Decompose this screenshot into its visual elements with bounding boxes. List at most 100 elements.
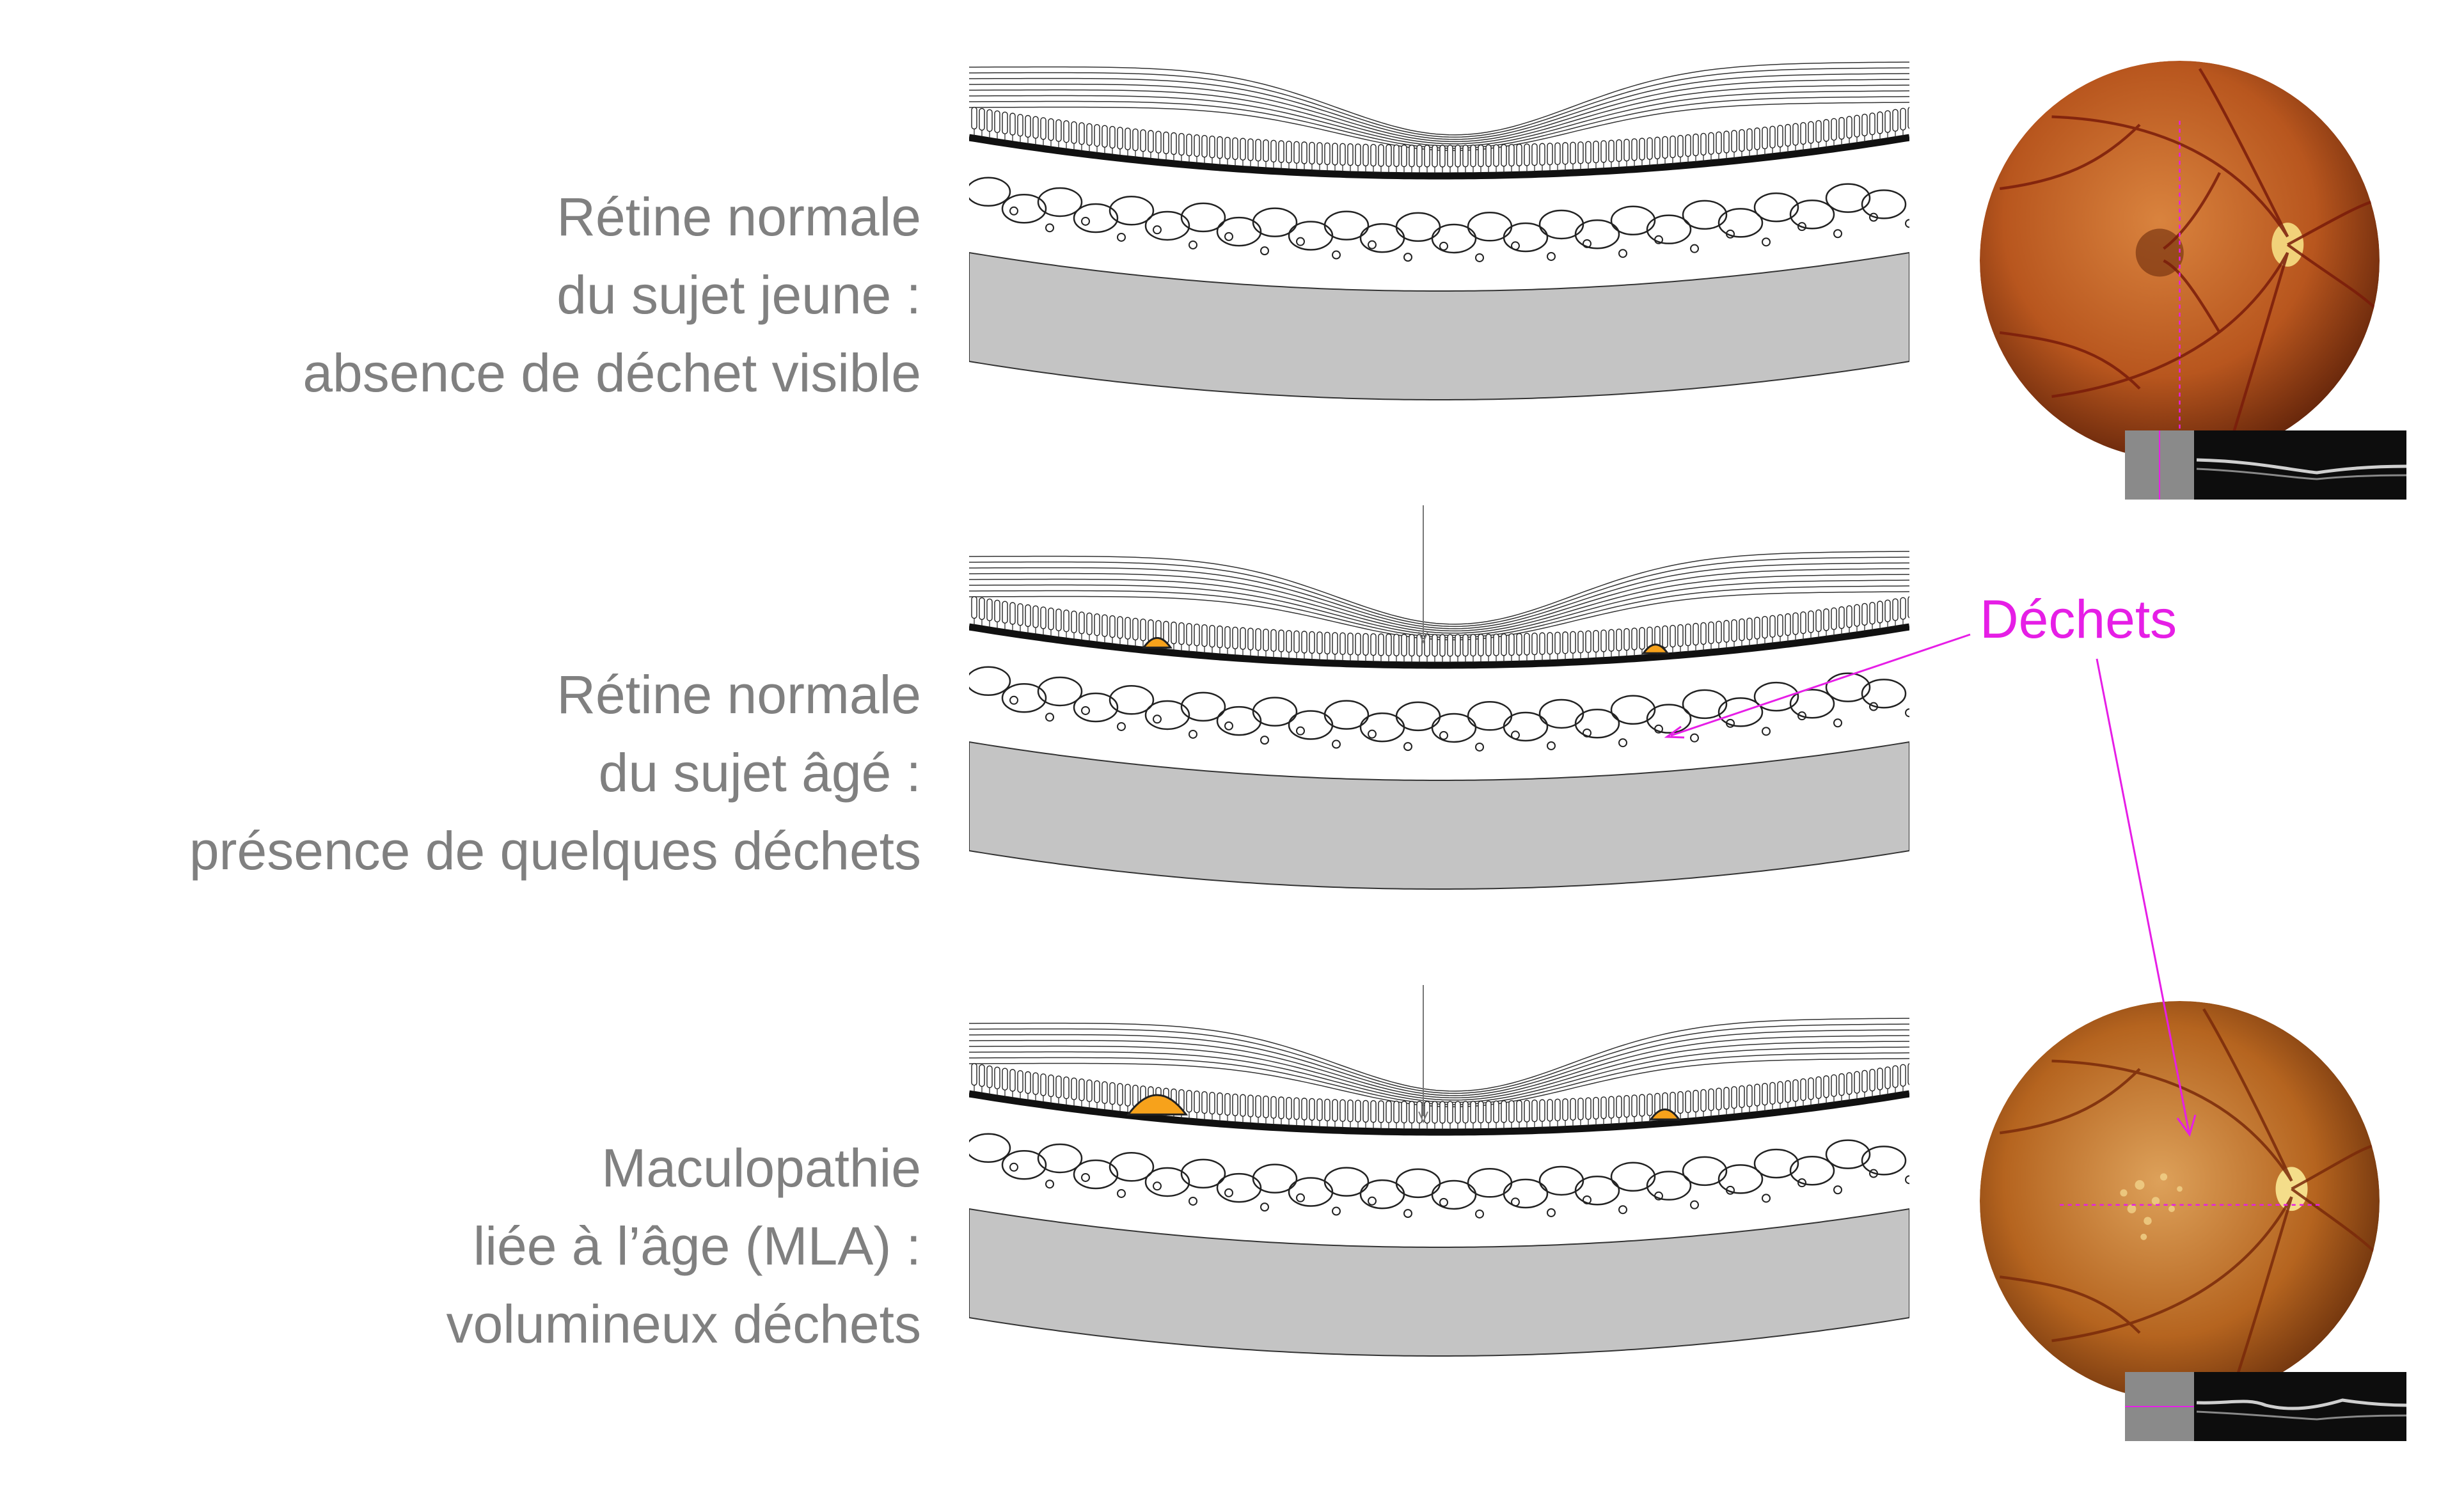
photoreceptor-cell — [1831, 1074, 1837, 1097]
photoreceptor-cell — [1109, 1082, 1116, 1105]
photoreceptor-cell — [979, 597, 985, 620]
row-label-aged: Rétine normale du sujet âgé : présence d… — [189, 656, 921, 890]
photoreceptor-cell — [1132, 617, 1139, 641]
photoreceptor-cell — [1255, 139, 1261, 162]
photoreceptor-cell — [1086, 123, 1093, 146]
photoreceptor-cell — [1201, 135, 1208, 158]
photoreceptor-cell — [1078, 611, 1085, 635]
photoreceptor-cell — [971, 595, 977, 619]
photoreceptor-cell — [1685, 1090, 1691, 1114]
choroid-capillary — [1762, 237, 1771, 247]
photoreceptor-cell — [1554, 1098, 1561, 1122]
photoreceptor-cell — [1140, 129, 1146, 152]
photoreceptor-cell — [1608, 1096, 1615, 1119]
photoreceptor-cell — [1508, 143, 1515, 167]
photoreceptor-cell — [1048, 1074, 1054, 1098]
photoreceptor-cell — [1777, 614, 1783, 637]
photoreceptor-cell — [1409, 634, 1415, 657]
photoreceptor-cell — [1178, 132, 1185, 156]
label-line: volumineux déchets — [446, 1294, 921, 1354]
photoreceptor-cell — [1232, 137, 1238, 161]
choroid-capillary — [1475, 253, 1484, 262]
photoreceptor-cell — [1017, 114, 1023, 137]
photoreceptor-cell — [1846, 116, 1852, 139]
photoreceptor-cell — [1009, 602, 1016, 625]
photoreceptor-cell — [1339, 143, 1346, 166]
photoreceptor-cell — [1493, 1100, 1499, 1123]
choroid-capillary — [1547, 251, 1556, 261]
photoreceptor-cell — [1623, 628, 1630, 651]
photoreceptor-cell — [1171, 621, 1177, 645]
photoreceptor-cell — [1884, 110, 1891, 133]
photoreceptor-cell — [1409, 145, 1415, 168]
photoreceptor-cell — [1501, 144, 1507, 167]
photoreceptor-cell — [1585, 630, 1591, 653]
photoreceptor-cell — [1071, 121, 1077, 144]
photoreceptor-cell — [1355, 633, 1361, 656]
photoreceptor-cell — [1247, 1094, 1254, 1117]
choroid-capillary — [1905, 1175, 1909, 1185]
photoreceptor-cell — [1670, 135, 1676, 159]
photoreceptor-cell — [1347, 1100, 1354, 1123]
photoreceptor-cell — [1240, 138, 1246, 161]
choroid-vessel — [1180, 1158, 1226, 1189]
photoreceptor-cell — [1002, 1068, 1008, 1091]
nerve-fiber-line — [969, 585, 1909, 638]
photoreceptor-cell — [994, 599, 1000, 623]
photoreceptor-cell — [1071, 610, 1077, 633]
photoreceptor-cell — [979, 107, 985, 131]
photoreceptor-cell — [1393, 1100, 1400, 1124]
photoreceptor-cell — [1662, 625, 1668, 649]
photoreceptor-cell — [1861, 1069, 1868, 1093]
choroid-vessel — [1288, 1177, 1334, 1207]
choroid-capillary — [1189, 240, 1197, 249]
photoreceptor-cell — [1693, 1089, 1699, 1113]
retina-diagram-amd — [969, 1018, 1909, 1357]
photoreceptor-cell — [1286, 1096, 1292, 1120]
photoreceptor-cell — [1278, 1096, 1284, 1119]
choroid-vessel — [1610, 695, 1656, 725]
photoreceptor-cell — [1608, 629, 1615, 652]
photoreceptor-cell — [1700, 132, 1707, 156]
photoreceptor-cell — [1293, 630, 1300, 653]
choroid-capillary — [1189, 729, 1197, 739]
photoreceptor-cell — [1823, 1075, 1829, 1098]
photoreceptor-cell — [1616, 628, 1622, 652]
photoreceptor-cell — [1815, 120, 1822, 143]
photoreceptor-cell — [1570, 631, 1576, 654]
photoreceptor-cell — [1270, 139, 1277, 163]
photoreceptor-cell — [1117, 127, 1123, 150]
choroid-capillary — [1403, 1209, 1412, 1218]
bruch-membrane — [969, 1090, 1909, 1136]
nerve-fiber-line — [969, 67, 1909, 138]
photoreceptor-cell — [1554, 142, 1561, 166]
photoreceptor-cell — [1393, 144, 1400, 168]
choroid-capillary — [1618, 1205, 1627, 1215]
photoreceptor-cell — [1432, 145, 1438, 168]
photoreceptor-cell — [1562, 1098, 1568, 1121]
photoreceptor-cell — [1002, 111, 1008, 134]
choroid-vessel — [1395, 212, 1441, 242]
choroid-vessel — [1001, 682, 1047, 713]
photoreceptor-cell — [1593, 629, 1599, 653]
photoreceptor-cell — [1217, 1092, 1223, 1116]
photoreceptor-cell — [1869, 601, 1876, 625]
photoreceptor-cell — [1094, 1080, 1100, 1103]
label-line: présence de quelques déchets — [189, 821, 921, 881]
photoreceptor-cell — [1600, 1096, 1607, 1119]
photoreceptor-cell — [1470, 1101, 1476, 1124]
photoreceptor-cell — [1815, 609, 1822, 633]
photoreceptor-cell — [1884, 599, 1891, 622]
photoreceptor-cell — [1493, 144, 1499, 167]
choroid-capillary — [1117, 232, 1126, 242]
photoreceptor-cell — [1731, 1086, 1737, 1109]
photoreceptor-cell — [1148, 130, 1154, 153]
label-line: Rétine normale — [557, 187, 921, 247]
choroid-capillary — [1045, 223, 1054, 233]
choroid-vessel — [1073, 692, 1119, 723]
photoreceptor-cell — [1063, 610, 1070, 633]
photoreceptor-cell — [1539, 632, 1545, 655]
photoreceptor-cell — [1447, 1101, 1453, 1124]
photoreceptor-cell — [1785, 613, 1791, 636]
photoreceptor-cell — [1892, 598, 1899, 621]
